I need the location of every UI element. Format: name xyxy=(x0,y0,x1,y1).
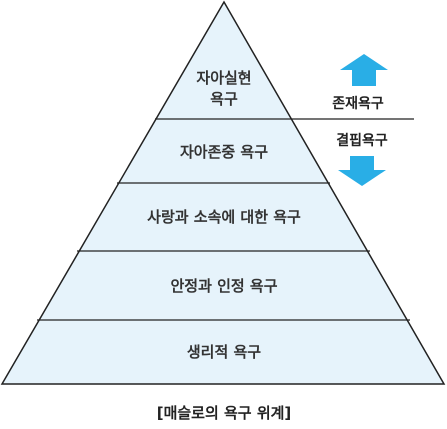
arrow-up-icon xyxy=(340,54,388,86)
level-esteem-label: 자아존중 욕구 xyxy=(180,143,268,161)
pyramid-shape xyxy=(0,0,446,385)
deficiency-needs-label: 결핍욕구 xyxy=(336,132,388,149)
level-safety-label: 안정과 인정 욕구 xyxy=(170,277,277,295)
level-self-actualization-label: 자아실현 xyxy=(196,69,251,87)
arrow-down-icon xyxy=(338,156,386,186)
level-self-actualization-label-line2: 욕구 xyxy=(210,90,238,108)
growth-needs-label: 존재욕구 xyxy=(332,96,384,112)
diagram-caption: [매슬로의 욕구 위계] xyxy=(157,404,292,422)
level-physiological-label: 생리적 욕구 xyxy=(187,343,261,361)
level-belonging-label: 사랑과 소속에 대한 욕구 xyxy=(147,208,301,226)
